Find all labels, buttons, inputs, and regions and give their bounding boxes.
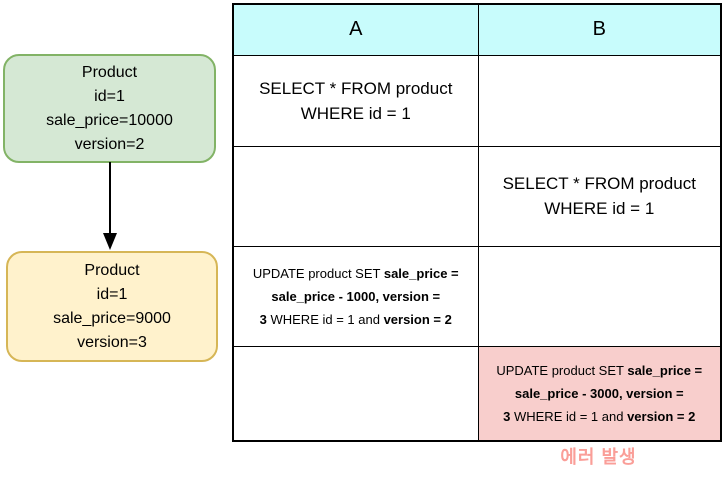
table-cell-b1: [477, 54, 722, 147]
error-annotation: 에러 발생: [560, 447, 637, 467]
table-row: UPDATE product SET sale_price = sale_pric…: [232, 345, 722, 442]
node-text-line: version=3: [77, 333, 147, 351]
table-cell-b3: [477, 245, 722, 347]
sql-text-line: UPDATE product SET sale_price =: [252, 265, 459, 281]
table-cell-a3: UPDATE product SET sale_price = sale_pric…: [232, 245, 479, 347]
table-row: UPDATE product SET sale_price = sale_pric…: [232, 245, 722, 347]
sql-text-line: 3 WHERE id = 1 and version = 2: [503, 408, 696, 424]
sql-text-line: UPDATE product SET sale_price =: [496, 362, 703, 378]
product-state-before: Product id=1 sale_price=10000 version=2: [3, 54, 216, 163]
column-header-a: A: [232, 3, 479, 56]
sql-text-line: SELECT * FROM product: [259, 78, 453, 98]
node-text-line: Product: [81, 63, 138, 81]
node-text-line: sale_price=10000: [46, 111, 173, 129]
sql-text-line: sale_price - 1000, version =: [271, 288, 441, 304]
sql-text-line: SELECT * FROM product: [502, 174, 696, 193]
table-cell-a4: [232, 345, 479, 442]
table-cell-a2: [232, 145, 479, 247]
sql-text-line: WHERE id = 1: [544, 199, 655, 218]
column-header-b: B: [477, 3, 722, 56]
down-arrow-icon: [103, 162, 117, 250]
node-text-line: sale_price=9000: [53, 309, 171, 327]
node-text-line: version=2: [74, 135, 145, 153]
node-text-line: id=1: [96, 285, 128, 303]
table-cell-b4: UPDATE product SET sale_price = sale_pric…: [477, 345, 722, 442]
sql-text-line: 3 WHERE id = 1 and version = 2: [259, 311, 452, 327]
node-text-line: id=1: [94, 87, 125, 105]
table-header-row: A B: [232, 3, 722, 56]
product-state-after: Product id=1 sale_price=9000 version=3: [6, 251, 218, 362]
sql-text-line: WHERE id = 1: [300, 103, 411, 123]
node-text-line: Product: [84, 261, 140, 279]
sql-text-line: sale_price - 3000, version =: [514, 385, 684, 401]
